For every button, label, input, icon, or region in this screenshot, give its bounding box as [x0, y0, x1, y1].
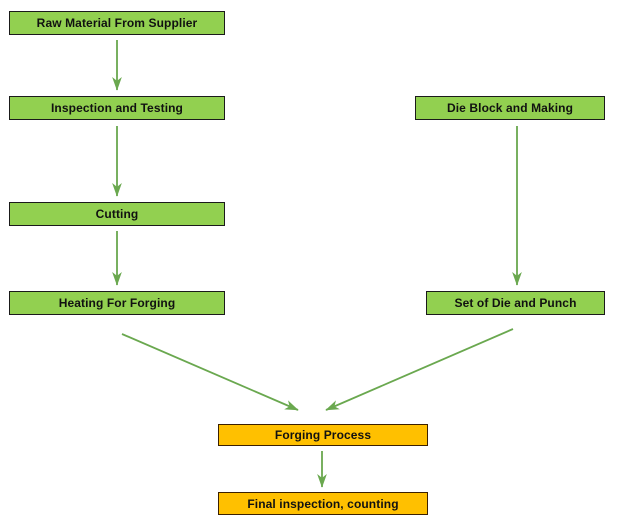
edge-arrow [121, 333, 299, 411]
node-die-block-making[interactable]: Die Block and Making [415, 96, 605, 120]
node-inspection-testing[interactable]: Inspection and Testing [9, 96, 225, 120]
node-final-inspection-counting[interactable]: Final inspection, counting [218, 492, 428, 515]
node-label: Inspection and Testing [51, 101, 183, 115]
node-forging-process[interactable]: Forging Process [218, 424, 428, 446]
node-label: Die Block and Making [446, 101, 574, 115]
node-raw-material[interactable]: Raw Material From Supplier [9, 11, 225, 35]
node-label: Set of Die and Punch [454, 296, 577, 310]
node-label: Heating For Forging [58, 296, 176, 310]
node-set-of-die-and-punch[interactable]: Set of Die and Punch [426, 291, 605, 315]
edge-arrow [325, 328, 514, 411]
node-label: Raw Material From Supplier [36, 16, 198, 30]
node-label: Forging Process [274, 428, 372, 442]
node-label: Final inspection, counting [247, 496, 399, 511]
node-cutting[interactable]: Cutting [9, 202, 225, 226]
node-label: Cutting [95, 207, 139, 221]
node-heating-for-forging[interactable]: Heating For Forging [9, 291, 225, 315]
